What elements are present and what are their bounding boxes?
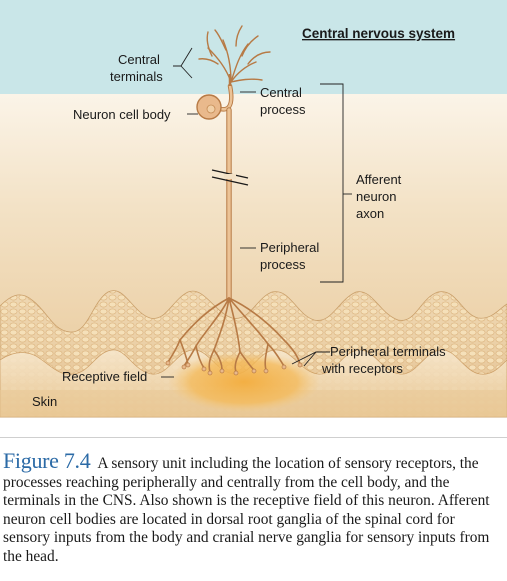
central-process-label-2: process	[260, 102, 306, 117]
cns-region	[0, 0, 507, 94]
cns-label: Central nervous system	[302, 26, 455, 41]
receptor-endings	[165, 360, 303, 376]
receptive-field-label: Receptive field	[62, 369, 147, 384]
afferent-axon-label-1: Afferent	[356, 172, 402, 187]
peripheral-terminals-label-1: Peripheral terminals	[330, 344, 446, 359]
peripheral-process-label-1: Peripheral	[260, 240, 319, 255]
figure-number: Figure 7.4	[3, 448, 91, 473]
afferent-neuron	[196, 74, 249, 303]
afferent-axon-label-2: neuron	[356, 189, 396, 204]
peripheral-terminals	[167, 297, 301, 373]
caption-divider	[0, 437, 507, 438]
cell-body-label: Neuron cell body	[73, 107, 171, 122]
central-terminals-label-1: Central	[118, 52, 160, 67]
sensory-unit-diagram: Central nervous system Central terminals…	[0, 0, 507, 418]
skin-label: Skin	[32, 394, 57, 409]
afferent-axon-label-3: axon	[356, 206, 384, 221]
peripheral-process-label-2: process	[260, 257, 306, 272]
figure-caption: Figure 7.4 A sensory unit including the …	[3, 450, 503, 567]
leader-lines	[161, 47, 352, 378]
central-terminals	[198, 25, 271, 83]
central-terminals-label-2: terminals	[110, 69, 163, 84]
central-process-label-1: Central	[260, 85, 302, 100]
peripheral-terminals-label-2: with receptors	[321, 361, 403, 376]
caption-text: A sensory unit including the location of…	[3, 455, 490, 565]
